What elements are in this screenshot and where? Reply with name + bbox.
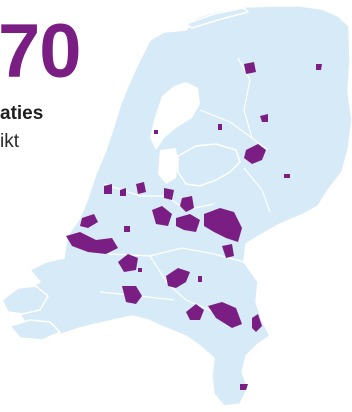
highlight-area	[124, 226, 130, 232]
headline-line2: ikt	[0, 131, 19, 152]
highlight-area	[152, 206, 172, 226]
highlight-area	[222, 244, 234, 258]
highlight-area	[316, 64, 322, 70]
highlight-area	[180, 196, 194, 212]
highlight-area	[122, 286, 142, 304]
highlight-area	[80, 214, 98, 228]
highlight-area	[66, 232, 118, 254]
ijsselmeer	[150, 82, 200, 150]
markermeer	[158, 148, 178, 184]
highlight-area	[252, 314, 262, 332]
highlighted-areas	[66, 62, 322, 390]
highlight-area	[154, 130, 158, 134]
highlight-area	[204, 208, 242, 242]
highlight-area	[164, 188, 174, 200]
highlight-area	[198, 276, 202, 282]
highlight-area	[118, 254, 138, 272]
highlight-area	[284, 174, 290, 178]
highlight-area	[166, 268, 190, 288]
highlight-area	[138, 268, 142, 272]
highlight-area	[244, 62, 256, 74]
flevoland	[177, 143, 241, 187]
highlight-area	[176, 214, 200, 232]
zeeland-islands	[1, 285, 49, 315]
highlight-area	[260, 114, 268, 122]
zeeland-peninsula	[8, 319, 62, 341]
headline-line1: aties	[0, 103, 44, 124]
highlight-area	[208, 302, 242, 328]
highlight-area	[104, 184, 112, 194]
highlight-area	[218, 124, 222, 130]
highlight-area	[186, 304, 204, 320]
highlight-area	[120, 188, 126, 196]
highlight-area	[244, 144, 266, 164]
highlight-area	[240, 384, 248, 390]
wadden-island	[184, 7, 250, 29]
headline-number: 70	[0, 9, 82, 94]
highlight-area	[136, 182, 146, 194]
